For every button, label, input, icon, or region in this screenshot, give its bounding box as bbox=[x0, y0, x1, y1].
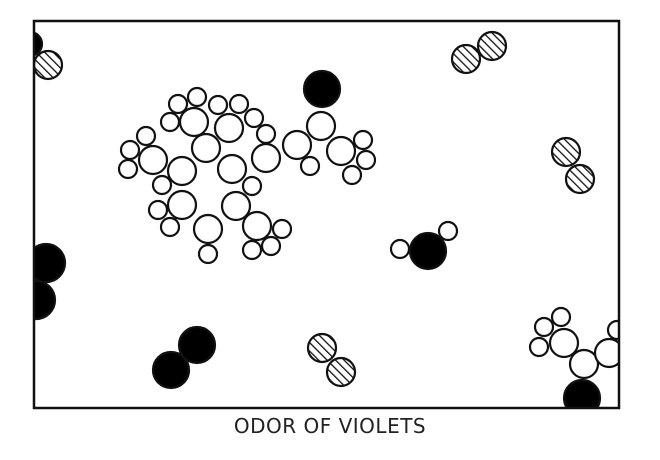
atom-open bbox=[151, 174, 173, 196]
large-cluster-molecule bbox=[117, 86, 377, 265]
atoms-layer bbox=[34, 30, 619, 408]
atom-open bbox=[178, 106, 210, 138]
atom-open bbox=[197, 243, 219, 265]
atom-open bbox=[216, 153, 248, 185]
atom-open bbox=[241, 210, 273, 242]
solid-atom-top-left-edge bbox=[34, 31, 44, 57]
hatched-pair-top-right bbox=[450, 30, 508, 75]
atom-solid bbox=[34, 242, 67, 284]
atom-open bbox=[355, 149, 377, 171]
atom-open bbox=[352, 129, 374, 151]
atom-solid bbox=[151, 350, 191, 390]
caption: ODOR OF VIOLETS bbox=[233, 414, 427, 438]
atom-open bbox=[213, 112, 245, 144]
atom-open bbox=[305, 110, 337, 142]
hatched-pair-right bbox=[550, 136, 596, 195]
atom-solid bbox=[302, 69, 342, 109]
atom-hatched bbox=[325, 356, 357, 388]
atom-open bbox=[550, 306, 572, 328]
solid-pair-left-edge bbox=[34, 242, 67, 321]
atom-hatched bbox=[450, 43, 482, 75]
atom-open bbox=[606, 319, 619, 341]
atom-hatched bbox=[34, 49, 64, 81]
atom-open bbox=[593, 337, 619, 369]
atom-open bbox=[271, 218, 293, 240]
atom-open bbox=[186, 86, 208, 108]
atom-open bbox=[207, 94, 229, 116]
atom-open bbox=[119, 139, 141, 161]
atom-open bbox=[167, 93, 189, 115]
atom-open bbox=[389, 238, 411, 260]
atom-open bbox=[341, 164, 363, 186]
atom-open bbox=[437, 220, 459, 242]
atom-solid bbox=[34, 31, 44, 57]
atom-open bbox=[159, 216, 181, 238]
atom-solid bbox=[177, 325, 217, 365]
atom-open bbox=[159, 111, 181, 133]
solid-pair-bottom-left bbox=[151, 325, 217, 390]
atom-open bbox=[241, 239, 263, 261]
hatched-pair-bottom-middle bbox=[306, 332, 357, 388]
atom-open bbox=[548, 327, 580, 359]
atom-open bbox=[147, 199, 169, 221]
atom-open bbox=[166, 189, 198, 221]
atom-hatched bbox=[476, 30, 508, 62]
atom-hatched bbox=[306, 332, 338, 364]
atom-open bbox=[241, 175, 263, 197]
atom-open bbox=[255, 123, 277, 145]
atom-open bbox=[260, 235, 282, 257]
atom-open bbox=[117, 158, 139, 180]
atom-open bbox=[228, 93, 250, 115]
atom-solid bbox=[34, 279, 57, 321]
atom-open bbox=[299, 155, 321, 177]
atom-open bbox=[533, 316, 555, 338]
atom-open bbox=[220, 190, 252, 222]
atom-open bbox=[135, 125, 157, 147]
hatched-atom-left-edge bbox=[34, 49, 64, 81]
atom-hatched bbox=[550, 136, 582, 168]
atom-open bbox=[325, 135, 357, 167]
atom-open bbox=[568, 348, 600, 380]
atom-open bbox=[243, 107, 265, 129]
atom-hatched bbox=[564, 163, 596, 195]
atom-open bbox=[192, 213, 224, 245]
atom-open bbox=[281, 129, 313, 161]
atom-open bbox=[528, 336, 550, 358]
atom-open bbox=[166, 155, 198, 187]
atom-solid bbox=[562, 378, 602, 408]
solid-with-two-open-molecule bbox=[389, 220, 459, 271]
atom-open bbox=[250, 142, 282, 174]
atom-open bbox=[190, 132, 222, 164]
small-cluster-bottom-right bbox=[528, 306, 619, 408]
atom-solid bbox=[408, 231, 448, 271]
atom-open bbox=[137, 144, 169, 176]
diagram-frame bbox=[32, 19, 621, 410]
